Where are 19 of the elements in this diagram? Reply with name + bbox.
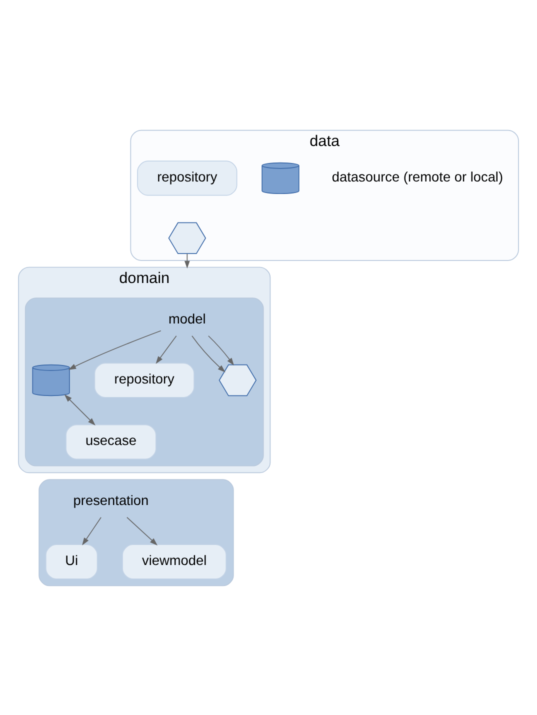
node-box: viewmodel: [122, 544, 227, 579]
arrow: [82, 516, 102, 545]
node-box: Ui: [45, 544, 98, 579]
arrow: [192, 334, 226, 372]
arrow: [184, 252, 190, 268]
arrow: [156, 334, 177, 364]
node-label: datasource (remote or local): [332, 168, 504, 184]
arrow: [64, 394, 96, 426]
arrow: [126, 516, 158, 545]
node-box: repository: [94, 362, 194, 398]
node-hexagon: [168, 222, 206, 254]
cluster: [38, 478, 234, 586]
arrow: [68, 330, 162, 370]
node-text: model: [168, 311, 206, 326]
node-box: usecase: [66, 424, 156, 459]
node-text: presentation: [73, 492, 149, 508]
node-box: repository: [137, 160, 238, 196]
cluster: [24, 297, 264, 466]
arrow: [208, 334, 234, 366]
